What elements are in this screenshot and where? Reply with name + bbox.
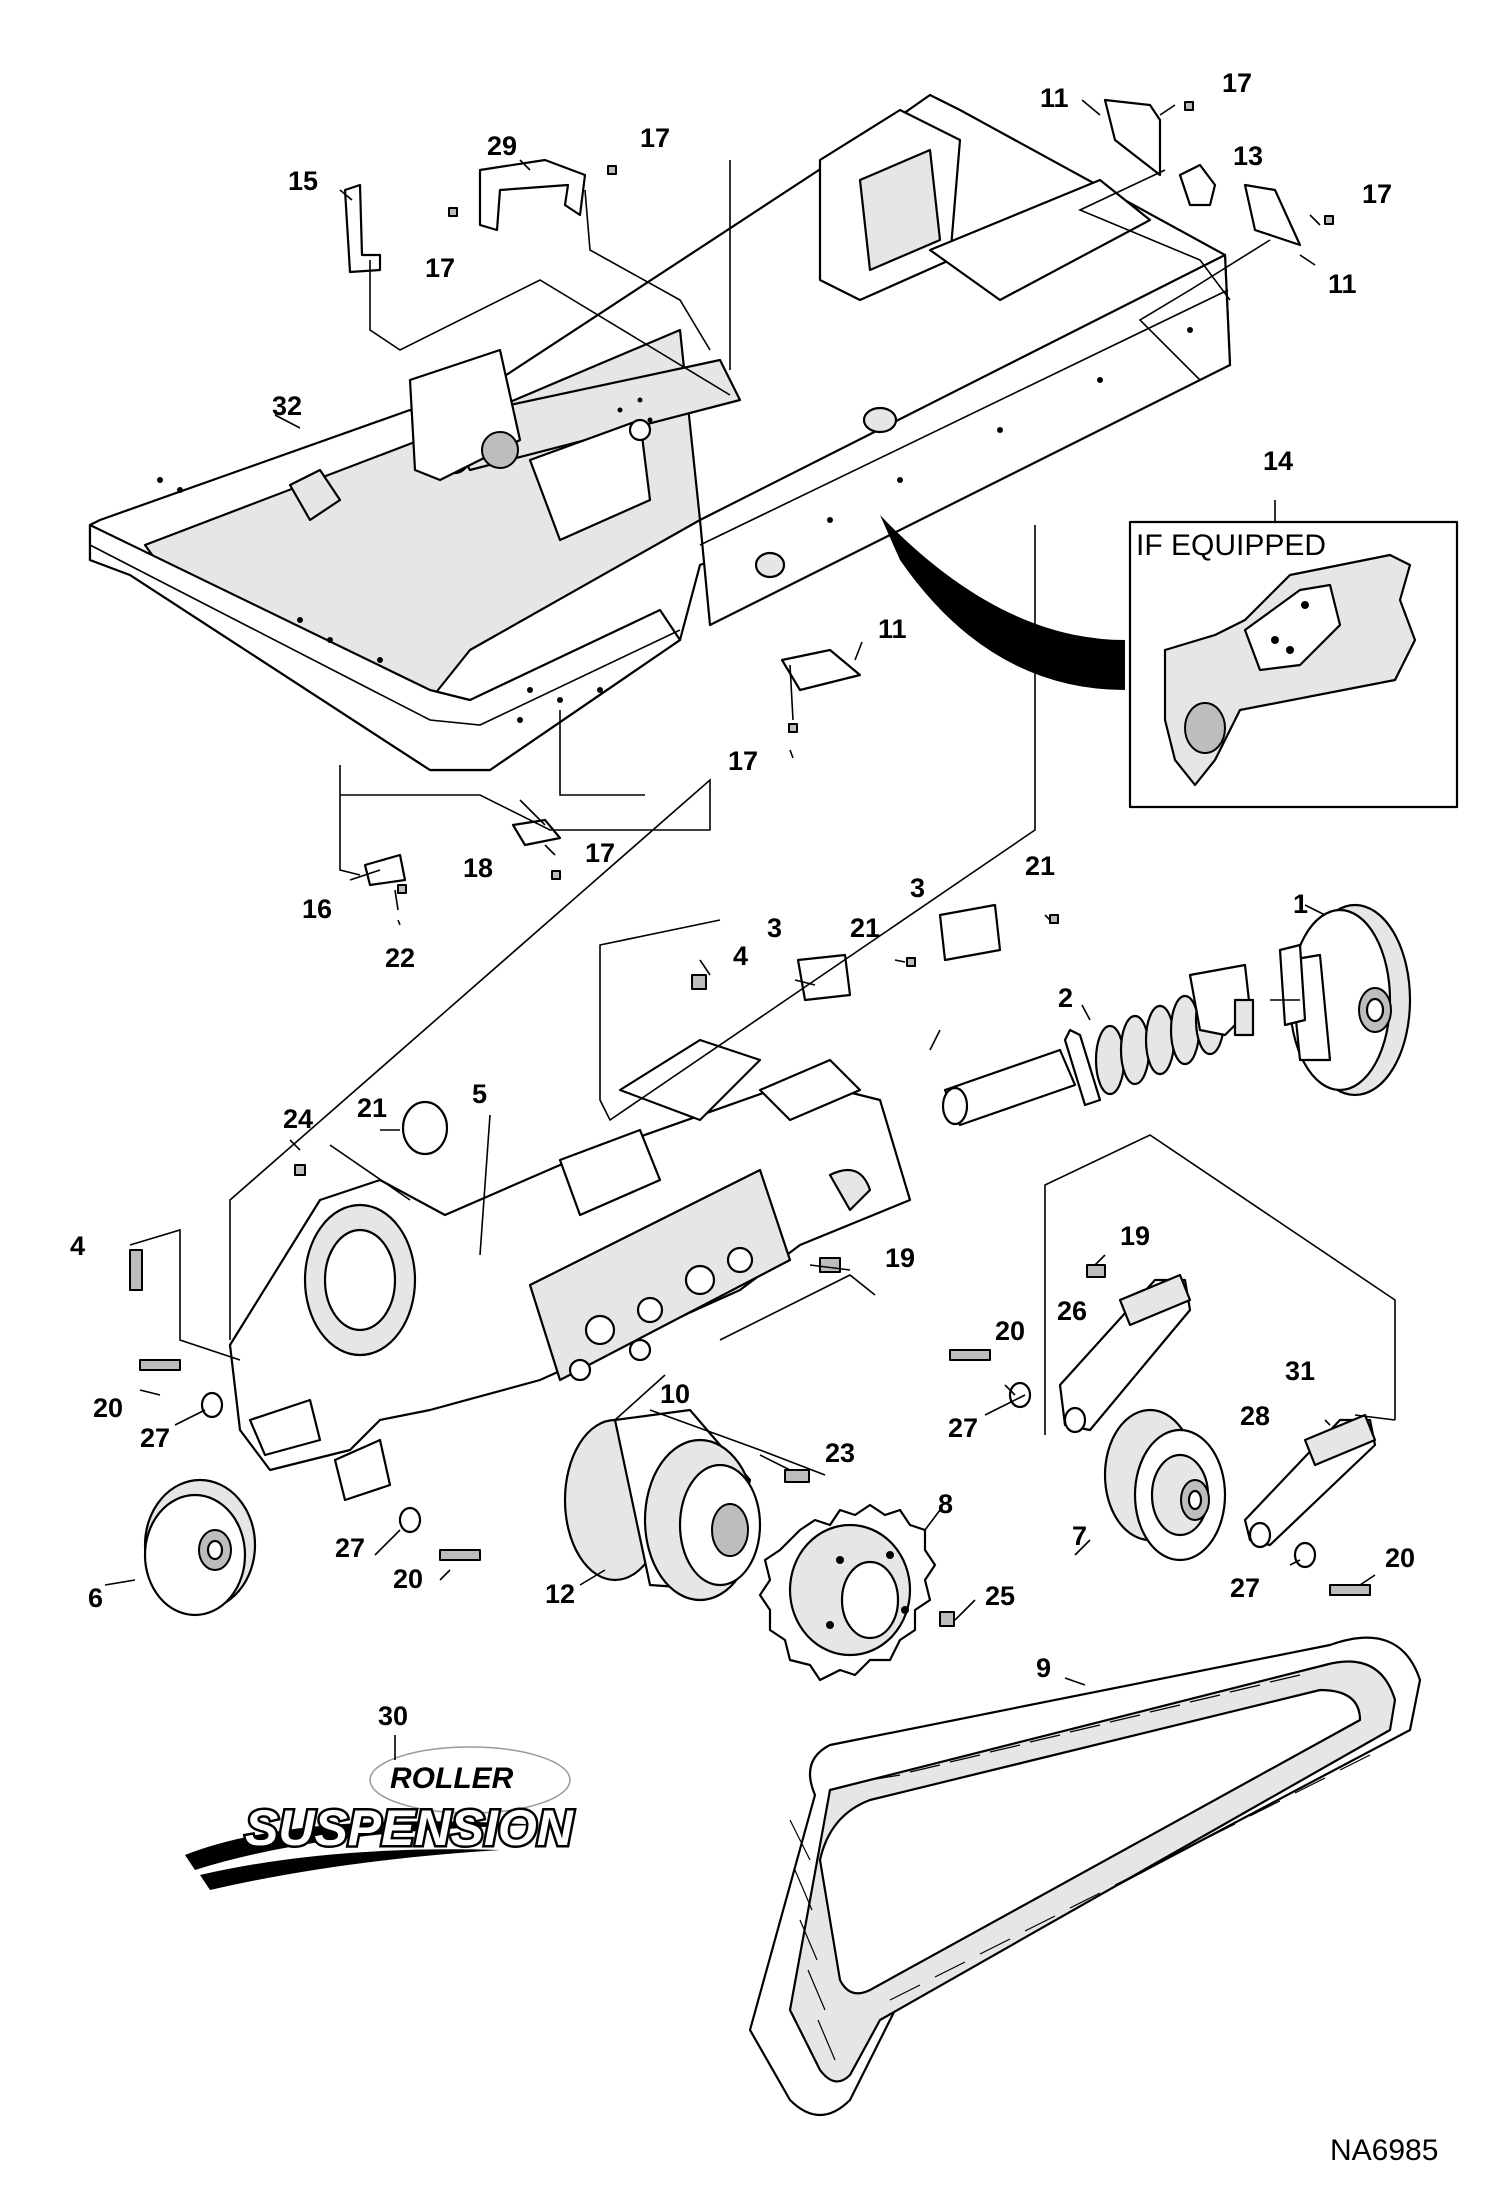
callout-19: 19 <box>885 1243 915 1273</box>
callout-17: 17 <box>728 746 758 776</box>
track-frame <box>228 1038 912 1502</box>
callout-24: 24 <box>283 1104 313 1134</box>
callout-31: 31 <box>1285 1356 1315 1386</box>
roller-6 <box>143 1478 257 1617</box>
callout-20: 20 <box>995 1316 1025 1346</box>
callout-10: 10 <box>660 1379 690 1409</box>
leader-lines <box>104 99 1396 1760</box>
logo-text-main: SUSPENSION <box>245 1800 574 1856</box>
main-frame <box>88 93 1232 772</box>
figure-id: NA6985 <box>1330 2134 1438 2167</box>
callout-23: 23 <box>825 1438 855 1468</box>
tensioner <box>941 963 1255 1127</box>
callout-17: 17 <box>1362 179 1392 209</box>
callout-17: 17 <box>585 838 615 868</box>
callout-27: 27 <box>948 1413 978 1443</box>
callout-29: 29 <box>487 131 517 161</box>
roller-arm-26 <box>1058 1273 1192 1434</box>
callout-8: 8 <box>938 1489 953 1519</box>
callout-15: 15 <box>288 166 318 196</box>
callout-25: 25 <box>985 1581 1015 1611</box>
callout-17: 17 <box>1222 68 1252 98</box>
callout-21: 21 <box>1025 851 1055 881</box>
callout-17: 17 <box>640 123 670 153</box>
callout-12: 12 <box>545 1579 575 1609</box>
callout-labels: 11 17 29 17 15 13 17 17 11 32 14 11 17 1… <box>70 68 1415 1731</box>
roller-suspension-logo: ROLLER SUSPENSION <box>185 1746 576 1890</box>
callout-19: 19 <box>1120 1221 1150 1251</box>
frame-small-parts <box>343 98 1334 894</box>
callout-20: 20 <box>393 1564 423 1594</box>
callout-11: 11 <box>878 614 907 644</box>
track-roller-7 <box>1103 1408 1227 1562</box>
callout-13: 13 <box>1233 141 1263 171</box>
callout-17: 17 <box>425 253 455 283</box>
sprocket <box>758 1503 937 1682</box>
callout-21: 21 <box>850 913 880 943</box>
callout-26: 26 <box>1057 1296 1087 1326</box>
callout-27: 27 <box>140 1423 170 1453</box>
callout-2: 2 <box>1058 983 1073 1013</box>
callout-11: 11 <box>1040 83 1069 113</box>
callout-5: 5 <box>472 1079 487 1109</box>
callout-7: 7 <box>1072 1521 1087 1551</box>
inset-if-equipped: IF EQUIPPED <box>880 515 1459 809</box>
drive-motor <box>563 1408 762 1602</box>
callout-18: 18 <box>463 853 493 883</box>
callout-27: 27 <box>1230 1573 1260 1603</box>
rubber-track <box>748 1636 1422 2116</box>
callout-3: 3 <box>910 873 925 903</box>
callout-16: 16 <box>302 894 332 924</box>
callout-11: 11 <box>1328 269 1357 299</box>
hardware <box>129 903 1371 1627</box>
callout-27: 27 <box>335 1533 365 1563</box>
callout-28: 28 <box>1240 1401 1270 1431</box>
logo-text-top: ROLLER <box>390 1762 514 1795</box>
callout-6: 6 <box>88 1583 103 1613</box>
callout-20: 20 <box>1385 1543 1415 1573</box>
inset-title: IF EQUIPPED <box>1136 529 1326 562</box>
callout-30: 30 <box>378 1701 408 1731</box>
callout-9: 9 <box>1036 1653 1051 1683</box>
callout-32: 32 <box>272 391 302 421</box>
callout-3: 3 <box>767 913 782 943</box>
callout-1: 1 <box>1293 889 1308 919</box>
callout-14: 14 <box>1263 446 1293 476</box>
callout-4: 4 <box>70 1231 85 1261</box>
callout-4: 4 <box>733 941 748 971</box>
callout-20: 20 <box>93 1393 123 1423</box>
callout-21: 21 <box>357 1093 387 1123</box>
roller-arm-28 <box>1243 1413 1377 1549</box>
callout-22: 22 <box>385 943 415 973</box>
